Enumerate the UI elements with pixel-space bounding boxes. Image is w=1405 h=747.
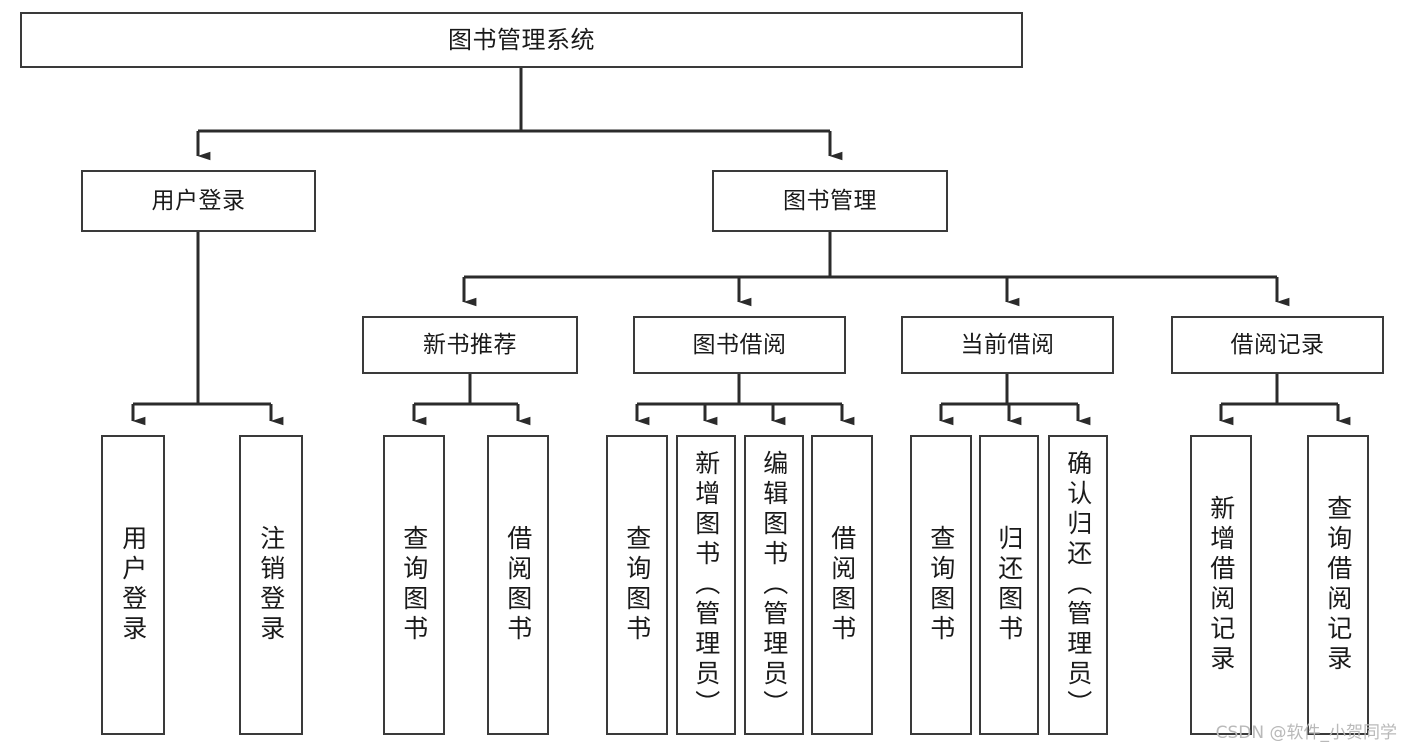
node-label: 图书借阅 xyxy=(692,331,787,358)
leaf-edit-book-admin[interactable]: 编辑图书（管理员） xyxy=(744,435,804,735)
node-label: 图书管理 xyxy=(783,187,877,214)
node-book-management[interactable]: 图书管理 xyxy=(712,170,948,232)
leaf-query-book-recommend[interactable]: 查询图书 xyxy=(383,435,445,735)
node-label: 借阅图书 xyxy=(827,525,857,645)
leaf-add-book-admin[interactable]: 新增图书（管理员） xyxy=(676,435,736,735)
node-label: 新增借阅记录 xyxy=(1206,495,1236,675)
node-label: 编辑图书（管理员） xyxy=(759,450,789,720)
node-label: 借阅记录 xyxy=(1230,331,1325,358)
node-root-book-management-system[interactable]: 图书管理系统 xyxy=(20,12,1023,68)
node-label: 查询图书 xyxy=(399,525,429,645)
leaf-query-book-borrow[interactable]: 查询图书 xyxy=(606,435,668,735)
leaf-logout-login[interactable]: 注销登录 xyxy=(239,435,303,735)
node-label: 用户登录 xyxy=(118,525,148,645)
node-label: 当前借阅 xyxy=(960,331,1055,358)
leaf-query-book-current[interactable]: 查询图书 xyxy=(910,435,972,735)
node-user-login[interactable]: 用户登录 xyxy=(81,170,316,232)
node-label: 新增图书（管理员） xyxy=(691,450,721,720)
leaf-user-login[interactable]: 用户登录 xyxy=(101,435,165,735)
node-current-borrow[interactable]: 当前借阅 xyxy=(901,316,1114,374)
node-label: 确认归还（管理员） xyxy=(1063,450,1093,720)
csdn-watermark: CSDN @软件_小贺同学 xyxy=(1215,723,1397,743)
node-label: 借阅图书 xyxy=(503,525,533,645)
node-label: 注销登录 xyxy=(256,525,286,645)
leaf-borrow-book[interactable]: 借阅图书 xyxy=(811,435,873,735)
node-label: 查询图书 xyxy=(622,525,652,645)
node-new-book-recommend[interactable]: 新书推荐 xyxy=(362,316,578,374)
node-label: 归还图书 xyxy=(994,525,1024,645)
leaf-return-book[interactable]: 归还图书 xyxy=(979,435,1039,735)
node-label: 用户登录 xyxy=(151,187,246,214)
node-label: 查询借阅记录 xyxy=(1323,495,1353,675)
node-label: 新书推荐 xyxy=(423,331,517,358)
leaf-confirm-return-admin[interactable]: 确认归还（管理员） xyxy=(1048,435,1108,735)
node-borrow-record[interactable]: 借阅记录 xyxy=(1171,316,1384,374)
leaf-borrow-book-recommend[interactable]: 借阅图书 xyxy=(487,435,549,735)
leaf-query-borrow-record[interactable]: 查询借阅记录 xyxy=(1307,435,1369,735)
node-label: 图书管理系统 xyxy=(448,26,595,54)
leaf-add-borrow-record[interactable]: 新增借阅记录 xyxy=(1190,435,1252,735)
node-book-borrow[interactable]: 图书借阅 xyxy=(633,316,846,374)
node-label: 查询图书 xyxy=(926,525,956,645)
